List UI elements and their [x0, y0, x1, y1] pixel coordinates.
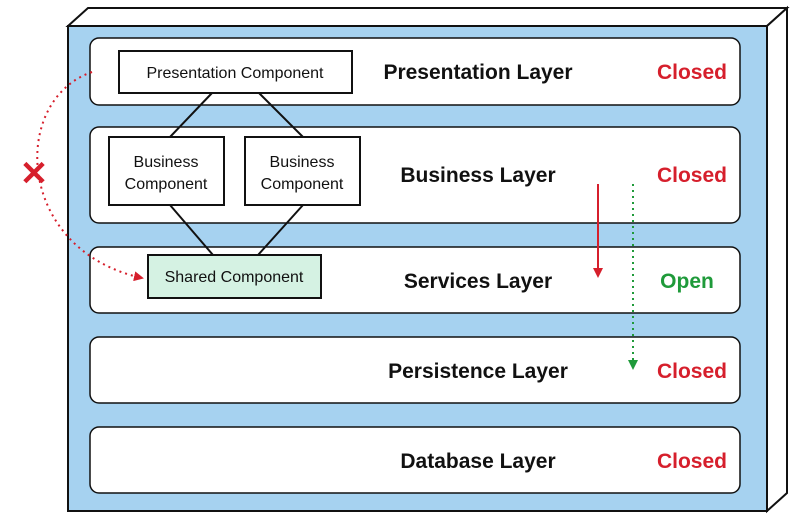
layer-presentation-status: Closed [657, 61, 727, 84]
layer-services-label: Services Layer [404, 270, 552, 293]
business-component-b-box [244, 136, 361, 206]
layer-database-band [89, 426, 741, 494]
presentation-component-label: Presentation Component [147, 65, 325, 82]
layer-persistence-band [89, 336, 741, 404]
business-component-a-line2: Component [125, 176, 208, 193]
connector-business-a-shared [169, 204, 214, 256]
connector-business-b-shared [257, 204, 304, 256]
x-mark-icon: ✕ [20, 155, 49, 193]
connector-presentation-business-b [258, 92, 304, 138]
shared-component-box [147, 254, 322, 299]
business-component-b-line1: Business [270, 154, 335, 171]
layer-business-status: Closed [657, 164, 727, 187]
container-top-face [65, 7, 790, 27]
business-component-b-line2: Component [261, 176, 344, 193]
presentation-component: Presentation Component [118, 50, 353, 94]
layer-persistence-label: Persistence Layer [388, 360, 568, 383]
component-connectors [169, 92, 304, 256]
business-component-a: Business Component [108, 136, 225, 206]
business-component-a-box [108, 136, 225, 206]
presentation-component-box [118, 50, 353, 94]
layer-services-status: Open [660, 270, 714, 293]
layer-database-label: Database Layer [400, 450, 555, 473]
connector-presentation-business-a [169, 92, 213, 138]
shared-component-label: Shared Component [165, 269, 304, 286]
layer-presentation-label: Presentation Layer [383, 61, 572, 84]
layer-persistence-status: Closed [657, 360, 727, 383]
layer-database: Database Layer Closed [89, 426, 741, 494]
layer-persistence: Persistence Layer Closed [89, 336, 741, 404]
shared-component: Shared Component [147, 254, 322, 299]
layer-database-status: Closed [657, 450, 727, 473]
container-side-face [766, 5, 788, 514]
business-component-b: Business Component [244, 136, 361, 206]
business-component-a-line1: Business [134, 154, 199, 171]
layer-business-label: Business Layer [400, 164, 555, 187]
